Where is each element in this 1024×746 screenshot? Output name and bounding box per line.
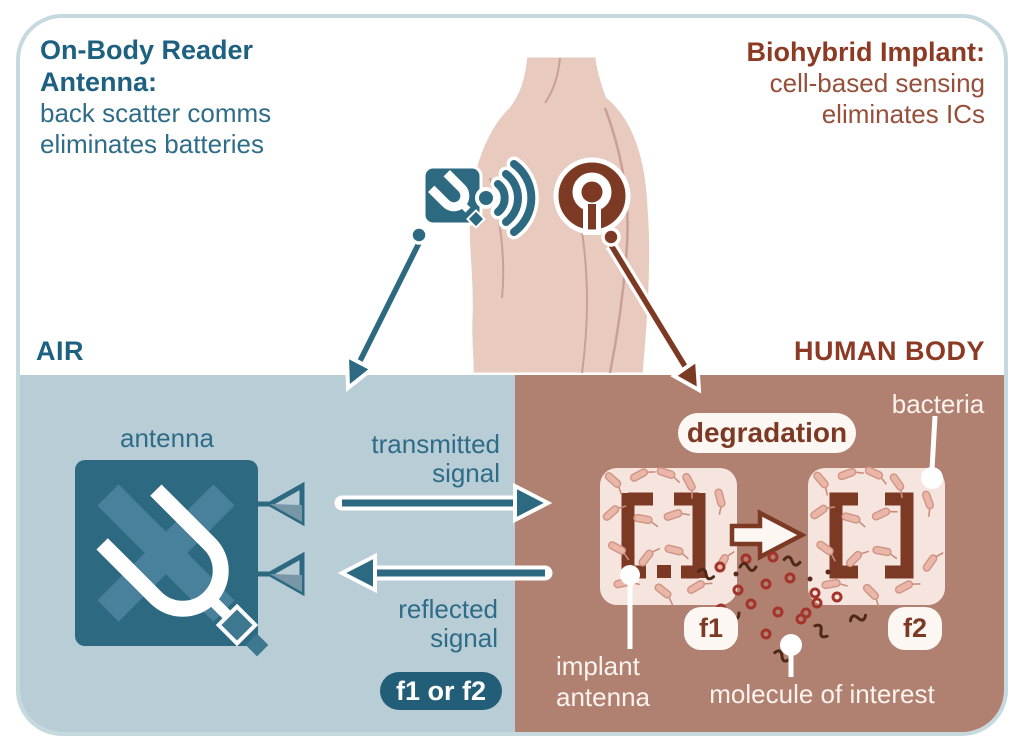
bacterium-icon xyxy=(845,550,870,568)
molecule-ring-icon xyxy=(760,578,772,590)
reflected-signal-label: reflected signal xyxy=(398,594,498,653)
bacterium-icon xyxy=(872,545,898,560)
molecule-ring-icon xyxy=(732,584,744,596)
molecule-ring-icon xyxy=(831,591,843,603)
molecule-squiggle-icon xyxy=(813,623,829,639)
molecule-ring-icon xyxy=(784,572,796,584)
bacterium-icon xyxy=(894,580,921,594)
molecule-ring-icon xyxy=(767,551,779,563)
bacterium-icon xyxy=(821,578,848,590)
antenna-label: antenna xyxy=(120,423,214,453)
molecule-squiggle-icon xyxy=(738,562,758,572)
bacterium-icon xyxy=(813,471,829,496)
reflected-signal-arrow xyxy=(337,552,553,594)
molecule-ring-icon xyxy=(714,561,726,573)
bacterium-icon xyxy=(638,547,661,567)
molecule-callout xyxy=(780,634,802,677)
loop-antenna-f2-icon xyxy=(829,492,914,579)
bacterium-icon xyxy=(664,544,689,560)
bacterium-icon xyxy=(604,472,623,495)
bacterium-icon xyxy=(921,490,935,517)
molecule-squiggle-icon xyxy=(696,567,716,581)
molecule-of-interest-label: molecule of interest xyxy=(709,679,935,709)
molecule-dot-icon xyxy=(733,571,739,577)
bacterium-icon xyxy=(922,552,944,572)
wifi-signal-icon xyxy=(475,156,539,240)
bacterium-icon xyxy=(602,505,627,521)
header-left: On-Body Reader Antenna: back scatter com… xyxy=(40,34,370,160)
implant-antenna-label: implant antenna xyxy=(556,651,650,712)
implant-subheading: cell-based sensing eliminates ICs xyxy=(769,68,985,129)
transmitted-signal-label: transmitted signal xyxy=(371,429,500,488)
molecule-ring-icon xyxy=(800,607,812,619)
degradation-arrow xyxy=(729,509,807,561)
f1-badge: f1 xyxy=(684,607,738,650)
bacterium-icon xyxy=(889,473,905,499)
molecule-ring-icon xyxy=(809,587,821,599)
header-right: Biohybrid Implant: cell-based sensing el… xyxy=(655,36,986,130)
molecule-squiggle-icon xyxy=(773,649,791,663)
transmitted-signal-arrow xyxy=(334,482,553,524)
molecule-squiggle-icon xyxy=(848,613,868,623)
implant-heading: Biohybrid Implant: xyxy=(746,37,986,67)
reader-antenna-icon xyxy=(422,165,486,229)
bacteria-callout xyxy=(921,415,943,489)
reader-antenna-box xyxy=(75,460,305,657)
bacteria-label: bacteria xyxy=(891,389,985,419)
molecule-ring-icon xyxy=(772,606,784,618)
loop-antenna-f1-icon xyxy=(621,492,706,579)
implant-card-f1 xyxy=(600,467,737,606)
molecule-dot-icon xyxy=(807,576,813,582)
molecule-ring-icon xyxy=(811,597,823,609)
molecule-dot-icon xyxy=(825,569,831,575)
molecule-ring-icon xyxy=(745,598,757,610)
implant-antenna-callout xyxy=(620,565,640,649)
human-body-zone-label: HUMAN BODY xyxy=(794,336,985,366)
bacterium-icon xyxy=(654,583,674,606)
reader-heading: On-Body Reader Antenna: xyxy=(40,35,254,97)
bacterium-icon xyxy=(687,580,713,594)
diagram-frame: On-Body Reader Antenna: back scatter com… xyxy=(16,14,1008,736)
bacterium-icon xyxy=(864,466,888,485)
bacterium-icon xyxy=(629,468,656,482)
implant-card-f2 xyxy=(808,466,945,608)
degradation-badge: degradation xyxy=(678,413,856,453)
bacterium-icon xyxy=(871,507,898,521)
implant-icon xyxy=(553,157,631,235)
bacterium-icon xyxy=(656,467,681,484)
bacteria-group-f2 xyxy=(810,466,944,608)
diagram-graphics xyxy=(20,52,1004,732)
air-zone-label: AIR xyxy=(36,336,84,366)
implant-callout-arrow xyxy=(601,227,702,394)
bacterium-icon xyxy=(810,504,836,520)
bacterium-icon xyxy=(714,488,726,515)
reader-subheading: back scatter comms eliminates batteries xyxy=(40,98,272,159)
bacterium-icon xyxy=(633,513,659,528)
feed-port-icon xyxy=(258,481,305,597)
reader-callout-arrow xyxy=(344,225,429,393)
molecule-ring-icon xyxy=(760,628,772,640)
frequency-badge: f1 or f2 xyxy=(380,672,502,710)
bacterium-icon xyxy=(682,472,696,499)
bacterium-icon xyxy=(607,541,630,561)
molecules-group xyxy=(696,551,868,663)
bacterium-icon xyxy=(663,509,690,521)
bacterium-icon xyxy=(816,540,836,562)
f2-badge: f2 xyxy=(888,607,942,650)
bacterium-icon xyxy=(837,467,864,481)
bacterium-icon xyxy=(862,583,880,608)
molecule-squiggle-icon xyxy=(782,555,802,567)
bacterium-icon xyxy=(841,512,866,528)
